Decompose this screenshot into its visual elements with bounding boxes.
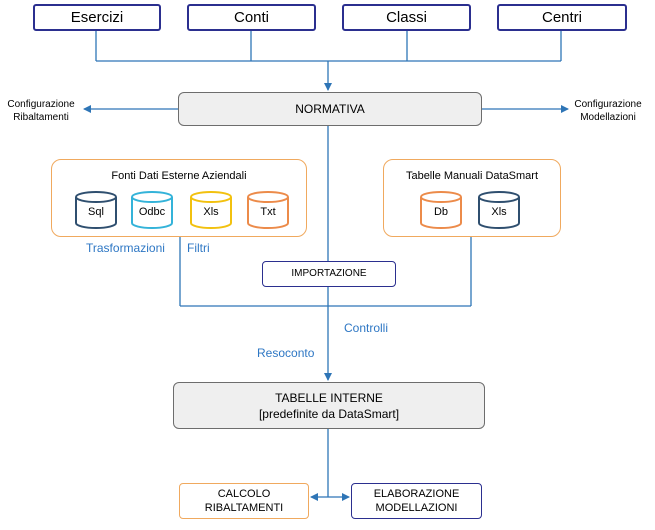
box-elaborazione-modellazioni: ELABORAZIONE MODELLAZIONI — [351, 483, 482, 519]
cylinder-xls-fonti: Xls — [189, 190, 233, 230]
box-normativa-label: NORMATIVA — [295, 102, 365, 116]
cylinder-sql-label: Sql — [88, 206, 104, 218]
group-manuali-title: Tabelle Manuali DataSmart — [405, 170, 539, 182]
cylinder-db: Db — [419, 190, 463, 230]
label-controlli: Controlli — [344, 321, 389, 335]
box-classi: Classi — [342, 4, 471, 31]
box-centri-label: Centri — [541, 9, 582, 26]
box-calcolo-ribaltamenti: CALCOLO RIBALTAMENTI — [179, 483, 309, 519]
cylinder-txt-label: Txt — [260, 206, 276, 218]
database-icon — [75, 191, 117, 229]
label-trasformazioni: Trasformazioni — [86, 241, 165, 255]
box-importazione: IMPORTAZIONE — [262, 261, 396, 287]
box-esercizi: Esercizi — [33, 4, 161, 31]
config-ribaltamenti-label: Configurazione Ribaltamenti — [6, 98, 76, 124]
label-resoconto: Resoconto — [257, 346, 315, 360]
cylinder-txt: Txt — [246, 190, 290, 230]
cylinder-xls-fonti-label: Xls — [203, 206, 219, 218]
database-icon — [247, 191, 289, 229]
config-left-line1: Configurazione — [7, 99, 75, 110]
box-classi-label: Classi — [386, 9, 427, 26]
calcolo-line2: RIBALTAMENTI — [204, 502, 284, 514]
database-icon — [420, 191, 462, 229]
cylinder-xls-manuali-label: Xls — [491, 206, 507, 218]
box-tabelle-interne: TABELLE INTERNE [predefinite da DataSmar… — [173, 382, 485, 429]
box-normativa: NORMATIVA — [178, 92, 482, 126]
config-left-line2: Ribaltamenti — [13, 112, 69, 123]
database-icon — [131, 191, 173, 229]
config-right-line2: Modellazioni — [580, 112, 636, 123]
config-right-line1: Configurazione — [574, 99, 642, 110]
database-icon — [478, 191, 520, 229]
group-fonti-title: Fonti Dati Esterne Aziendali — [111, 170, 247, 182]
box-esercizi-label: Esercizi — [70, 9, 124, 26]
elaborazione-line1: ELABORAZIONE — [373, 488, 460, 500]
cylinder-xls-manuali: Xls — [477, 190, 521, 230]
calcolo-line1: CALCOLO — [217, 488, 271, 500]
cylinder-odbc-label: Odbc — [138, 206, 166, 218]
tabelle-interne-line1: TABELLE INTERNE — [275, 390, 383, 405]
label-filtri: Filtri — [187, 241, 210, 255]
cylinder-db-label: Db — [433, 206, 449, 218]
box-centri: Centri — [497, 4, 627, 31]
box-importazione-label: IMPORTAZIONE — [291, 268, 367, 279]
cylinder-sql: Sql — [74, 190, 118, 230]
group-tabelle-manuali: Tabelle Manuali DataSmart — [383, 159, 561, 237]
elaborazione-line2: MODELLAZIONI — [375, 502, 458, 514]
config-modellazioni-label: Configurazione Modellazioni — [573, 98, 643, 124]
tabelle-interne-line2: [predefinite da DataSmart] — [258, 406, 400, 421]
database-icon — [190, 191, 232, 229]
box-conti: Conti — [187, 4, 316, 31]
box-conti-label: Conti — [233, 9, 270, 26]
cylinder-odbc: Odbc — [130, 190, 174, 230]
